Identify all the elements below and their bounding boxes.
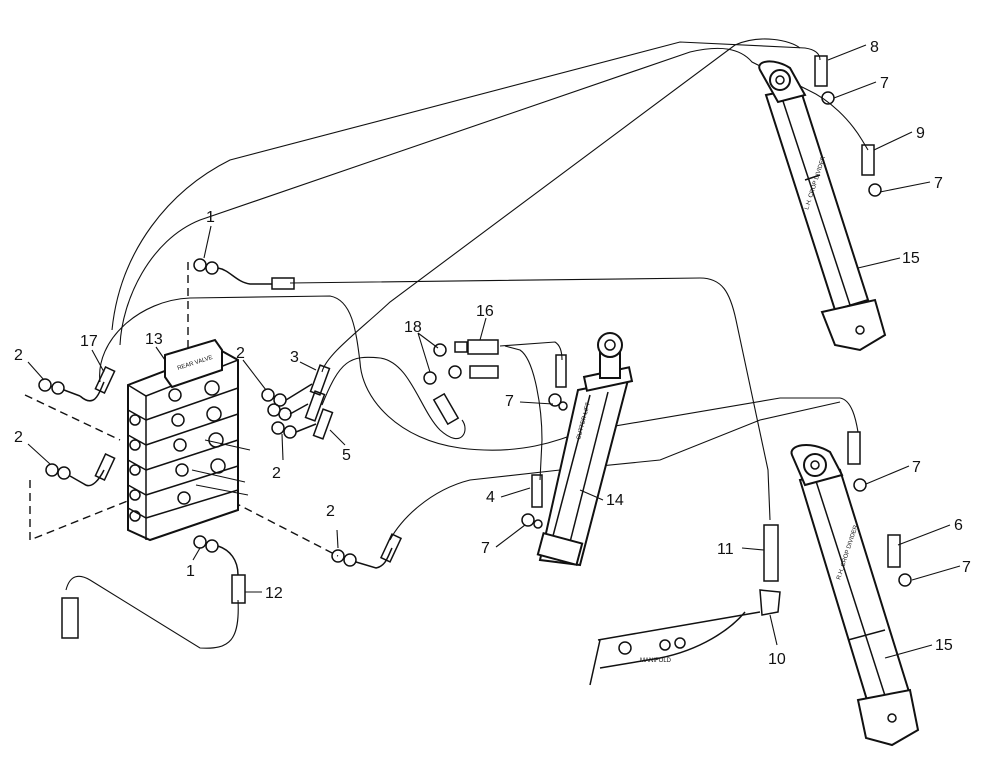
manifold-assembly: MANIFOLD	[589, 524, 781, 686]
callout-16: 16	[476, 303, 494, 320]
callout-17: 17	[80, 333, 98, 350]
fitting-2-bottom	[331, 533, 403, 569]
callout-11: 11	[717, 541, 734, 558]
elbow-fittings-left	[38, 366, 116, 487]
callout-7-bottom-right-1: 7	[912, 459, 921, 476]
control-valve-13: REAR VALVE	[127, 338, 251, 542]
callout-3: 3	[290, 349, 299, 366]
callout-10: 10	[768, 651, 786, 668]
dashed-leaders	[24, 262, 339, 557]
fitting-1-bottom-hose-12	[61, 535, 246, 639]
callout-5: 5	[342, 447, 351, 464]
callout-2-bottom: 2	[326, 503, 335, 520]
callout-7-center-top: 7	[505, 393, 514, 410]
crop-divider-cylinder-15-top: L.H. CROP DIVIDER	[758, 55, 887, 352]
callout-7-top-right-1: 7	[880, 75, 889, 92]
callout-15-top: 15	[902, 250, 920, 267]
valve-ports	[129, 380, 226, 522]
callout-1-top: 1	[206, 209, 215, 226]
hose-routes	[65, 38, 869, 649]
callout-14: 14	[606, 492, 624, 509]
callout-8: 8	[870, 39, 879, 56]
callout-12: 12	[265, 585, 283, 602]
cutter-lift-cylinder-14: CUTTER LIFT	[521, 332, 634, 567]
callout-1-bottom: 1	[186, 563, 195, 580]
center-fittings	[423, 339, 499, 426]
callout-2-left-bottom: 2	[14, 429, 23, 446]
callout-2-left-top: 2	[14, 347, 23, 364]
callout-9: 9	[916, 125, 925, 142]
manifold-label: MANIFOLD	[640, 658, 672, 664]
callout-2-right-top: 2	[236, 345, 245, 362]
fitting-1-top	[193, 258, 295, 290]
callout-6: 6	[954, 517, 963, 534]
callout-7-top-right-2: 7	[934, 175, 943, 192]
crop-divider-cylinder-15-bottom: R.H. CROP DIVIDER	[790, 431, 920, 747]
callout-13: 13	[145, 331, 163, 348]
callout-7-bottom-right-2: 7	[962, 559, 971, 576]
callout-2-right-bottom: 2	[272, 465, 281, 482]
callout-leaders	[27, 44, 961, 659]
fittings-right-of-valve	[261, 364, 334, 440]
callout-4: 4	[486, 489, 495, 506]
callout-15-bottom: 15	[935, 637, 953, 654]
callout-numbers: 1 2 17 13 2 2 3 2 5 18 16 7 4 7 14 2 1 1…	[14, 39, 971, 668]
callout-7-center-bottom: 7	[481, 540, 490, 557]
callout-18: 18	[404, 319, 422, 336]
